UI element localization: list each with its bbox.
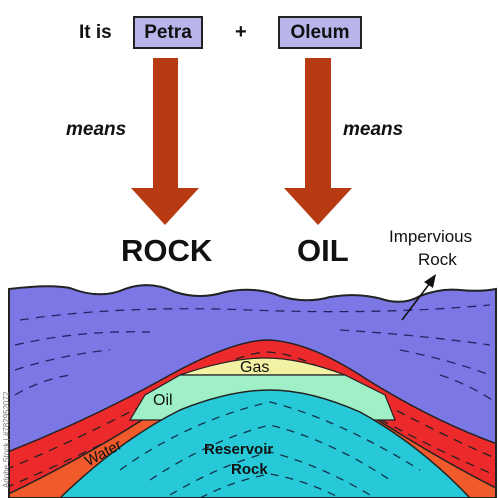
gas-layer <box>179 357 346 376</box>
means-left-label: means <box>66 119 127 140</box>
reservoir-dashes <box>119 401 421 498</box>
oleum-label: Oleum <box>290 21 350 43</box>
impervious-label-2: Rock <box>418 250 457 269</box>
oil-layer-label: Oil <box>153 392 173 409</box>
means-right-label: means <box>343 119 404 140</box>
header-prefix: It is <box>79 22 112 43</box>
petra-label: Petra <box>144 21 192 43</box>
oil-label: OIL <box>297 233 349 268</box>
impervious-label-1: Impervious <box>389 227 473 246</box>
impervious-pointer-head <box>424 274 436 288</box>
oleum-box: Oleum <box>278 16 362 49</box>
impervious-dashes <box>14 304 493 401</box>
block-outline <box>8 284 497 498</box>
plus-sign: + <box>235 21 247 43</box>
arrow-right <box>284 58 352 225</box>
reservoir-label-1: Reservoir <box>204 441 274 458</box>
gas-label: Gas <box>240 359 270 376</box>
reservoir-layer <box>58 389 472 498</box>
reservoir-label-2: Rock <box>231 461 268 478</box>
petra-box: Petra <box>133 16 203 49</box>
watermark-id: Adobe Stock | #782952072 <box>2 391 11 488</box>
arrow-left <box>131 58 199 225</box>
rock-label: ROCK <box>121 233 213 268</box>
impervious-pointer <box>401 282 431 321</box>
